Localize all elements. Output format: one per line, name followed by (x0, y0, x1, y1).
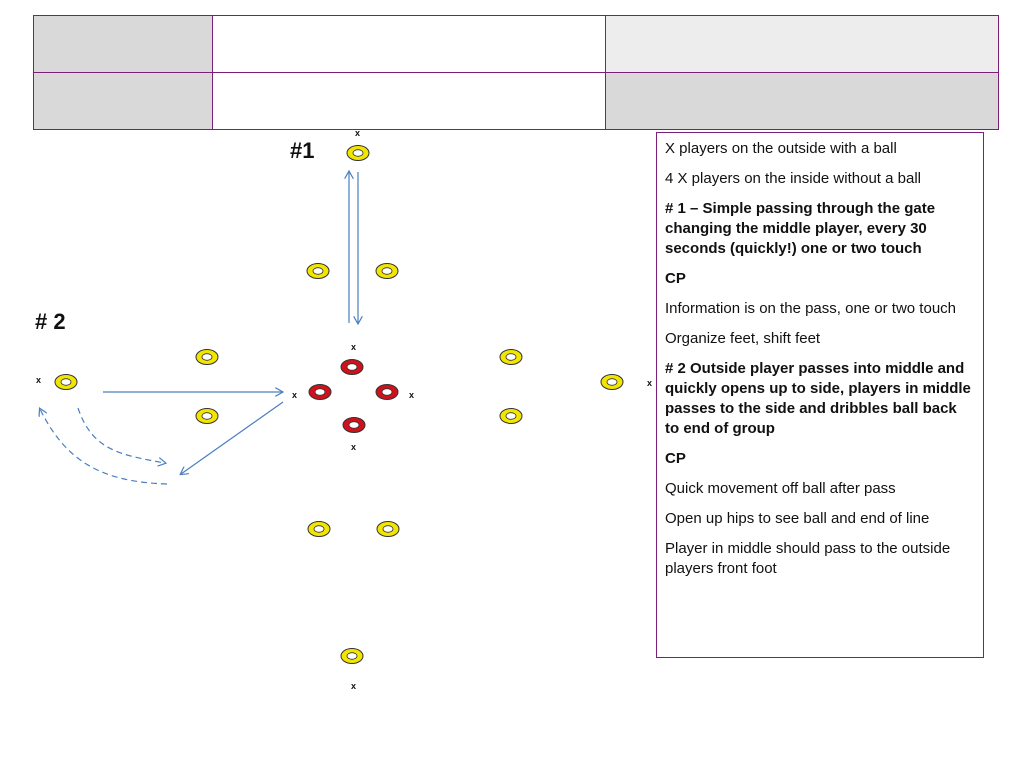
yellow-cone (600, 374, 624, 390)
player-mark: x (351, 342, 356, 352)
note-1: X players on the outside with a ball (665, 140, 897, 157)
drill-1-label: #1 (290, 138, 315, 163)
header-cell-r1c1 (33, 15, 213, 73)
dribble-arrow-back (40, 409, 168, 485)
yellow-cone (54, 374, 78, 390)
header-table (33, 15, 999, 130)
note-drill-1: # 1 – Simple passing through the gate ch… (665, 200, 936, 257)
red-cone (342, 417, 366, 433)
player-mark: x (36, 375, 41, 385)
note-10: Open up hips to see ball and end of line (665, 510, 930, 527)
note-cp-1: CP (665, 270, 686, 287)
header-cell-r1c3 (605, 15, 999, 73)
note-cp-2: CP (665, 450, 686, 467)
red-cone (375, 384, 399, 400)
note-6: Organize feet, shift feet (665, 330, 821, 347)
note-2: 4 X players on the inside without a ball (665, 170, 921, 187)
header-cell-r2c3 (605, 72, 999, 130)
note-5: Information is on the pass, one or two t… (665, 300, 956, 317)
player-mark: x (409, 390, 414, 400)
yellow-cone (195, 349, 219, 365)
red-cone (308, 384, 332, 400)
player-mark: x (351, 681, 356, 691)
note-9: Quick movement off ball after pass (665, 480, 896, 497)
player-mark: x (355, 128, 360, 138)
yellow-cone (340, 648, 364, 664)
yellow-cone (499, 408, 523, 424)
header-cell-r2c1 (33, 72, 213, 130)
yellow-cone (346, 145, 370, 161)
player-mark: x (292, 390, 297, 400)
coaching-notes: X players on the outside with a ball 4 X… (656, 132, 984, 658)
player-mark: x (647, 378, 652, 388)
run-arrow-to-side (77, 407, 165, 463)
yellow-cone (499, 349, 523, 365)
yellow-cone (376, 521, 400, 537)
note-drill-2: # 2 Outside player passes into middle an… (665, 360, 971, 437)
player-mark: x (351, 442, 356, 452)
yellow-cone (306, 263, 330, 279)
header-cell-r2c2 (212, 72, 606, 130)
yellow-cone (195, 408, 219, 424)
red-cone (340, 359, 364, 375)
drill-2-label: # 2 (35, 309, 66, 334)
pass-arrow-to-side (181, 401, 284, 474)
yellow-cone (307, 521, 331, 537)
yellow-cone (375, 263, 399, 279)
note-11: Player in middle should pass to the outs… (665, 540, 951, 577)
